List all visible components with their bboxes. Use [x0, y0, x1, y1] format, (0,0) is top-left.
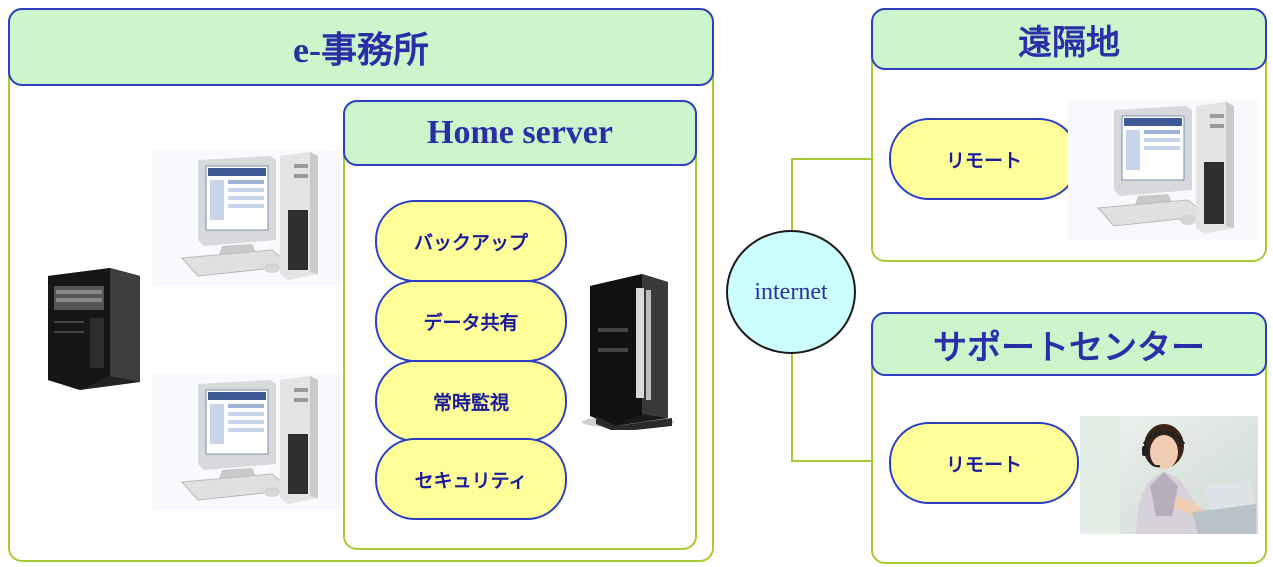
- office-title: e-事務所: [8, 8, 714, 86]
- support-center-title: サポートセンター: [871, 312, 1267, 376]
- backup-function: バックアップ: [375, 200, 567, 282]
- monitoring-function: 常時監視: [375, 360, 567, 442]
- internet-label: internet: [754, 278, 828, 305]
- support-operator-photo: [1080, 416, 1258, 534]
- connector-line: [791, 158, 889, 160]
- connector-line: [791, 158, 793, 230]
- desktop-pc-icon: [152, 150, 342, 286]
- security-function: セキュリティ: [375, 438, 567, 520]
- mini-tower-server-icon: [576, 268, 686, 430]
- remote-connection-pill: リモート: [889, 118, 1079, 200]
- data-sharing-function: データ共有: [375, 280, 567, 362]
- connector-line: [791, 460, 889, 462]
- internet-node: internet: [726, 230, 856, 354]
- desktop-pc-icon: [1068, 100, 1258, 240]
- connector-line: [791, 352, 793, 462]
- support-connection-pill: リモート: [889, 422, 1079, 504]
- tower-server-icon: [40, 262, 148, 392]
- home-server-title: Home server: [343, 100, 697, 166]
- desktop-pc-icon: [152, 374, 342, 510]
- remote-site-title: 遠隔地: [871, 8, 1267, 70]
